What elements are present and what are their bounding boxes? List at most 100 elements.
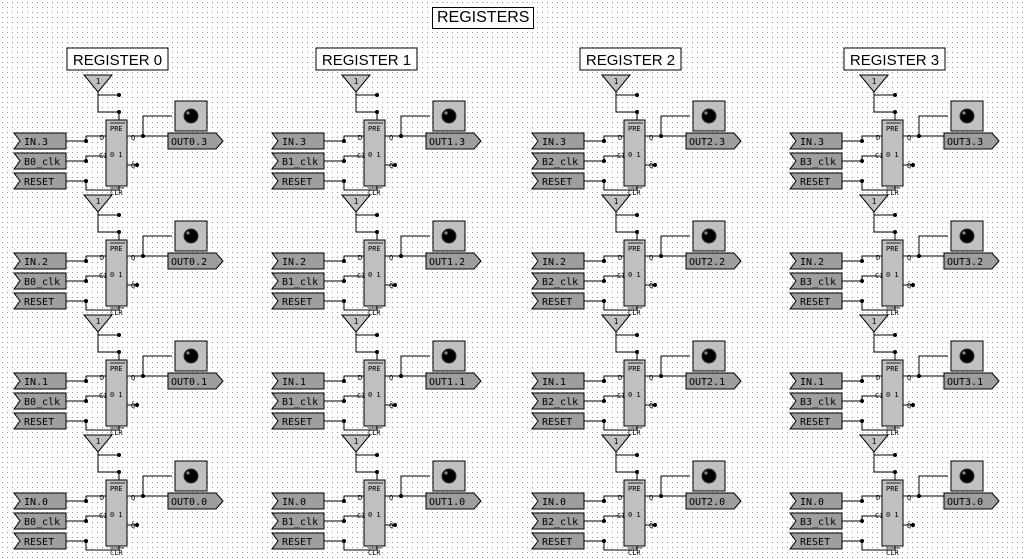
connector-shape[interactable] xyxy=(425,492,482,510)
input-connector-clk[interactable]: B0_clk xyxy=(13,392,67,410)
input-connector-clk[interactable]: B0_clk xyxy=(13,272,67,290)
input-connector-clk[interactable]: B3_clk xyxy=(789,152,843,170)
input-connector-in[interactable]: IN.2 xyxy=(789,252,843,270)
input-connector-reset[interactable]: RESET xyxy=(789,412,843,430)
connector-shape[interactable] xyxy=(13,152,67,170)
connector-shape[interactable] xyxy=(531,132,585,150)
flipflop-body[interactable] xyxy=(881,239,904,307)
input-connector-clk[interactable]: B3_clk xyxy=(789,272,843,290)
flipflop-body[interactable] xyxy=(623,359,646,427)
connector-shape[interactable] xyxy=(271,252,325,270)
connector-shape[interactable] xyxy=(271,292,325,310)
input-connector-in[interactable]: IN.2 xyxy=(13,252,67,270)
input-connector-in[interactable]: IN.3 xyxy=(531,132,585,150)
connector-shape[interactable] xyxy=(13,392,67,410)
input-connector-in[interactable]: IN.1 xyxy=(789,372,843,390)
connector-shape[interactable] xyxy=(271,372,325,390)
output-connector[interactable]: OUT2.2 xyxy=(685,252,742,270)
connector-shape[interactable] xyxy=(13,532,67,550)
connector-shape[interactable] xyxy=(685,372,742,390)
output-connector[interactable]: OUT3.0 xyxy=(943,492,1000,510)
input-connector-reset[interactable]: RESET xyxy=(531,532,585,550)
input-connector-in[interactable]: IN.1 xyxy=(13,372,67,390)
connector-shape[interactable] xyxy=(531,252,585,270)
output-connector[interactable]: OUT3.2 xyxy=(943,252,1000,270)
output-connector[interactable]: OUT3.3 xyxy=(943,132,1000,150)
flipflop-body[interactable] xyxy=(881,359,904,427)
connector-shape[interactable] xyxy=(13,252,67,270)
connector-shape[interactable] xyxy=(13,292,67,310)
connector-shape[interactable] xyxy=(789,252,843,270)
connector-shape[interactable] xyxy=(13,372,67,390)
output-connector[interactable]: OUT0.0 xyxy=(167,492,224,510)
connector-shape[interactable] xyxy=(789,152,843,170)
flipflop-body[interactable] xyxy=(363,359,386,427)
connector-shape[interactable] xyxy=(167,492,224,510)
connector-shape[interactable] xyxy=(167,372,224,390)
connector-shape[interactable] xyxy=(943,372,1000,390)
connector-shape[interactable] xyxy=(425,372,482,390)
input-connector-reset[interactable]: RESET xyxy=(13,532,67,550)
connector-shape[interactable] xyxy=(531,532,585,550)
flipflop-body[interactable] xyxy=(363,479,386,547)
flipflop-body[interactable] xyxy=(105,119,128,187)
input-connector-reset[interactable]: RESET xyxy=(531,292,585,310)
connector-shape[interactable] xyxy=(13,172,67,190)
input-connector-clk[interactable]: B1_clk xyxy=(271,272,325,290)
input-connector-reset[interactable]: RESET xyxy=(271,172,325,190)
connector-shape[interactable] xyxy=(531,392,585,410)
output-connector[interactable]: OUT2.1 xyxy=(685,372,742,390)
flipflop-body[interactable] xyxy=(105,479,128,547)
connector-shape[interactable] xyxy=(13,512,67,530)
input-connector-in[interactable]: IN.3 xyxy=(13,132,67,150)
input-connector-reset[interactable]: RESET xyxy=(13,292,67,310)
input-connector-clk[interactable]: B1_clk xyxy=(271,392,325,410)
connector-shape[interactable] xyxy=(271,492,325,510)
connector-shape[interactable] xyxy=(425,132,482,150)
connector-shape[interactable] xyxy=(531,152,585,170)
input-connector-reset[interactable]: RESET xyxy=(531,412,585,430)
output-connector[interactable]: OUT0.3 xyxy=(167,132,224,150)
flipflop-body[interactable] xyxy=(105,239,128,307)
input-connector-in[interactable]: IN.1 xyxy=(271,372,325,390)
input-connector-in[interactable]: IN.3 xyxy=(789,132,843,150)
output-connector[interactable]: OUT1.1 xyxy=(425,372,482,390)
flipflop-body[interactable] xyxy=(881,119,904,187)
input-connector-clk[interactable]: B2_clk xyxy=(531,512,585,530)
connector-shape[interactable] xyxy=(789,172,843,190)
connector-shape[interactable] xyxy=(271,272,325,290)
input-connector-reset[interactable]: RESET xyxy=(13,412,67,430)
input-connector-in[interactable]: IN.0 xyxy=(789,492,843,510)
flipflop-body[interactable] xyxy=(623,239,646,307)
connector-shape[interactable] xyxy=(685,492,742,510)
connector-shape[interactable] xyxy=(531,512,585,530)
connector-shape[interactable] xyxy=(789,272,843,290)
connector-shape[interactable] xyxy=(425,252,482,270)
input-connector-reset[interactable]: RESET xyxy=(271,412,325,430)
input-connector-reset[interactable]: RESET xyxy=(13,172,67,190)
flipflop-body[interactable] xyxy=(363,119,386,187)
connector-shape[interactable] xyxy=(13,492,67,510)
output-connector[interactable]: OUT2.3 xyxy=(685,132,742,150)
connector-shape[interactable] xyxy=(13,132,67,150)
output-connector[interactable]: OUT1.3 xyxy=(425,132,482,150)
input-connector-reset[interactable]: RESET xyxy=(789,292,843,310)
output-connector[interactable]: OUT1.0 xyxy=(425,492,482,510)
input-connector-clk[interactable]: B1_clk xyxy=(271,512,325,530)
connector-shape[interactable] xyxy=(789,392,843,410)
input-connector-reset[interactable]: RESET xyxy=(271,532,325,550)
connector-shape[interactable] xyxy=(531,172,585,190)
